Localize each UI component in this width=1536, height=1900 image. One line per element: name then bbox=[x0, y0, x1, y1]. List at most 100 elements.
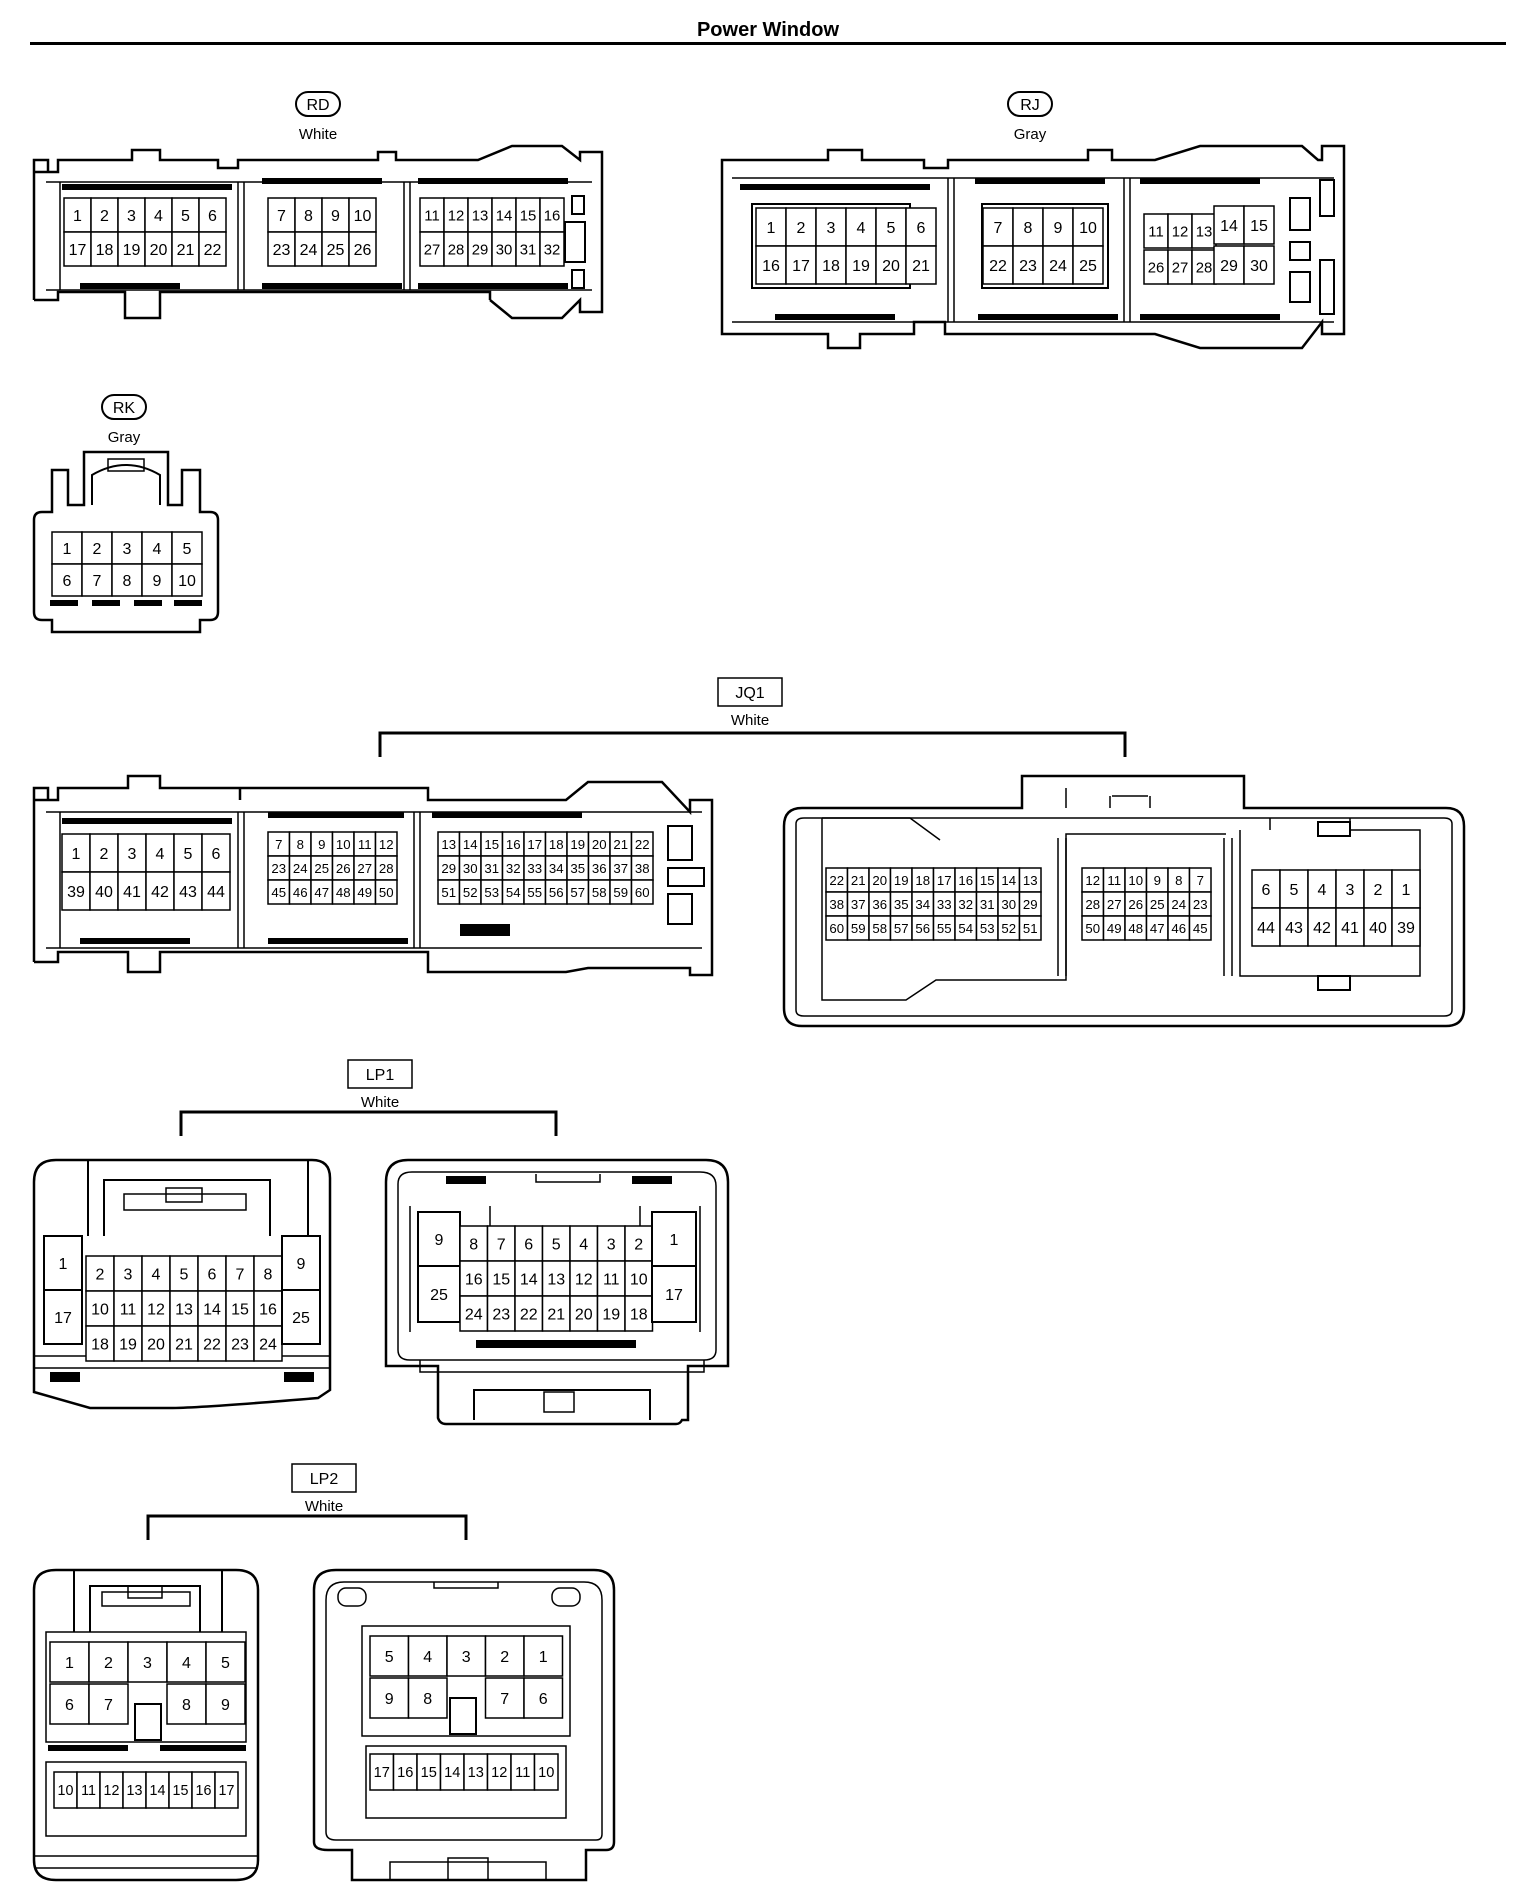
svg-text:12: 12 bbox=[379, 837, 394, 852]
rj-pin: 15 bbox=[1243, 205, 1275, 245]
svg-text:29: 29 bbox=[472, 242, 489, 258]
svg-text:4: 4 bbox=[156, 846, 165, 863]
svg-text:5: 5 bbox=[385, 1649, 394, 1666]
lp1-pin: 10 bbox=[624, 1260, 654, 1297]
connector-tag-rj: RJ bbox=[1007, 91, 1053, 117]
svg-text:28: 28 bbox=[448, 242, 465, 258]
svg-text:30: 30 bbox=[1001, 897, 1016, 912]
svg-text:13: 13 bbox=[1023, 873, 1038, 888]
rd-pin: 3 bbox=[117, 197, 146, 233]
rd-pin: 19 bbox=[117, 231, 146, 267]
lp1-pin: 7 bbox=[225, 1255, 255, 1292]
rj-pin: 26 bbox=[1143, 249, 1169, 285]
connector-color-rj: Gray bbox=[1014, 126, 1047, 143]
lp1-pin: 8 bbox=[459, 1225, 489, 1262]
lp2-pin: 5 bbox=[369, 1635, 410, 1677]
svg-text:30: 30 bbox=[463, 861, 478, 876]
svg-text:38: 38 bbox=[829, 897, 844, 912]
svg-text:JQ1: JQ1 bbox=[735, 685, 764, 702]
lp2-pin: 3 bbox=[446, 1635, 487, 1677]
connector-tag-rd: RD bbox=[295, 91, 341, 117]
lp1-pin: 25 bbox=[281, 1289, 321, 1345]
rj-pin: 17 bbox=[785, 245, 817, 285]
rd-pin: 22 bbox=[198, 231, 227, 267]
svg-text:35: 35 bbox=[894, 897, 909, 912]
svg-text:RD: RD bbox=[306, 97, 329, 114]
jq1-pin: 40 bbox=[89, 871, 119, 911]
svg-text:34: 34 bbox=[549, 861, 564, 876]
jq1-pin: 23 bbox=[1188, 891, 1212, 917]
jq1-pin: 40 bbox=[1363, 907, 1393, 947]
jq1-pin: 37 bbox=[609, 855, 633, 881]
lp1-pin: 8 bbox=[253, 1255, 283, 1292]
lp1-pin: 3 bbox=[596, 1225, 626, 1262]
svg-text:RK: RK bbox=[113, 400, 136, 417]
jq1-pin: 51 bbox=[1018, 915, 1042, 941]
lp1-pin: 1 bbox=[651, 1211, 697, 1267]
lp1-pin: 6 bbox=[514, 1225, 544, 1262]
jq1-pin: 25 bbox=[1145, 891, 1169, 917]
rj-pin: 1 bbox=[755, 207, 787, 247]
svg-text:4: 4 bbox=[579, 1236, 588, 1253]
rk-pin: 9 bbox=[141, 563, 173, 597]
svg-text:5: 5 bbox=[552, 1236, 561, 1253]
lp1-pin: 11 bbox=[113, 1290, 143, 1327]
jq1-pin: 25 bbox=[310, 855, 334, 881]
jq1-pin: 5 bbox=[1279, 869, 1309, 909]
lp2-pin: 16 bbox=[191, 1771, 216, 1809]
lp1-pin: 19 bbox=[113, 1325, 143, 1362]
svg-text:25: 25 bbox=[430, 1287, 448, 1304]
rd-pin: 7 bbox=[267, 197, 296, 233]
lp2-pin: 11 bbox=[76, 1771, 101, 1809]
jq1-pin: 19 bbox=[889, 867, 913, 893]
svg-text:2: 2 bbox=[100, 846, 109, 863]
jq1-pin: 55 bbox=[523, 879, 547, 905]
svg-text:45: 45 bbox=[271, 885, 286, 900]
jq1-pin: 56 bbox=[911, 915, 935, 941]
rj-pin: 27 bbox=[1167, 249, 1193, 285]
svg-text:13: 13 bbox=[127, 1783, 143, 1799]
svg-text:6: 6 bbox=[539, 1691, 548, 1708]
svg-text:13: 13 bbox=[472, 208, 489, 224]
svg-text:5: 5 bbox=[183, 541, 192, 558]
svg-text:4: 4 bbox=[152, 1266, 161, 1283]
svg-text:10: 10 bbox=[1128, 873, 1143, 888]
rk-pin: 6 bbox=[51, 563, 83, 597]
svg-text:11: 11 bbox=[1148, 224, 1163, 240]
svg-text:51: 51 bbox=[1023, 921, 1038, 936]
svg-text:8: 8 bbox=[423, 1691, 432, 1708]
jq1-pin: 19 bbox=[566, 831, 590, 857]
rd-pin: 13 bbox=[467, 197, 493, 233]
svg-text:22: 22 bbox=[989, 258, 1007, 275]
svg-text:8: 8 bbox=[297, 837, 304, 852]
jq1-pin: 47 bbox=[310, 879, 334, 905]
lp1-pin: 13 bbox=[169, 1290, 199, 1327]
svg-text:14: 14 bbox=[444, 1765, 460, 1781]
lp1-pin: 4 bbox=[141, 1255, 171, 1292]
svg-text:22: 22 bbox=[204, 242, 222, 259]
svg-text:48: 48 bbox=[1128, 921, 1143, 936]
svg-text:11: 11 bbox=[424, 208, 439, 224]
svg-text:33: 33 bbox=[527, 861, 542, 876]
jq1-pin: 26 bbox=[1124, 891, 1148, 917]
lp2-pin: 3 bbox=[127, 1641, 168, 1683]
lp2-pin: 9 bbox=[205, 1683, 246, 1725]
svg-text:4: 4 bbox=[154, 208, 163, 225]
svg-text:7: 7 bbox=[1197, 873, 1204, 888]
lp1-pin: 17 bbox=[43, 1289, 83, 1345]
svg-text:2: 2 bbox=[1374, 882, 1383, 899]
lp1-pin: 25 bbox=[417, 1265, 461, 1323]
svg-text:RJ: RJ bbox=[1020, 97, 1040, 114]
connector-color-jq1: White bbox=[731, 712, 769, 729]
svg-text:60: 60 bbox=[635, 885, 650, 900]
svg-text:26: 26 bbox=[1148, 260, 1165, 276]
svg-text:59: 59 bbox=[851, 921, 866, 936]
jq1-pin: 60 bbox=[825, 915, 849, 941]
svg-text:55: 55 bbox=[527, 885, 542, 900]
svg-text:42: 42 bbox=[151, 884, 169, 901]
jq1-pin: 13 bbox=[1018, 867, 1042, 893]
svg-text:17: 17 bbox=[219, 1783, 235, 1799]
svg-text:5: 5 bbox=[1290, 882, 1299, 899]
rd-pin: 4 bbox=[144, 197, 173, 233]
svg-text:1: 1 bbox=[767, 220, 776, 237]
